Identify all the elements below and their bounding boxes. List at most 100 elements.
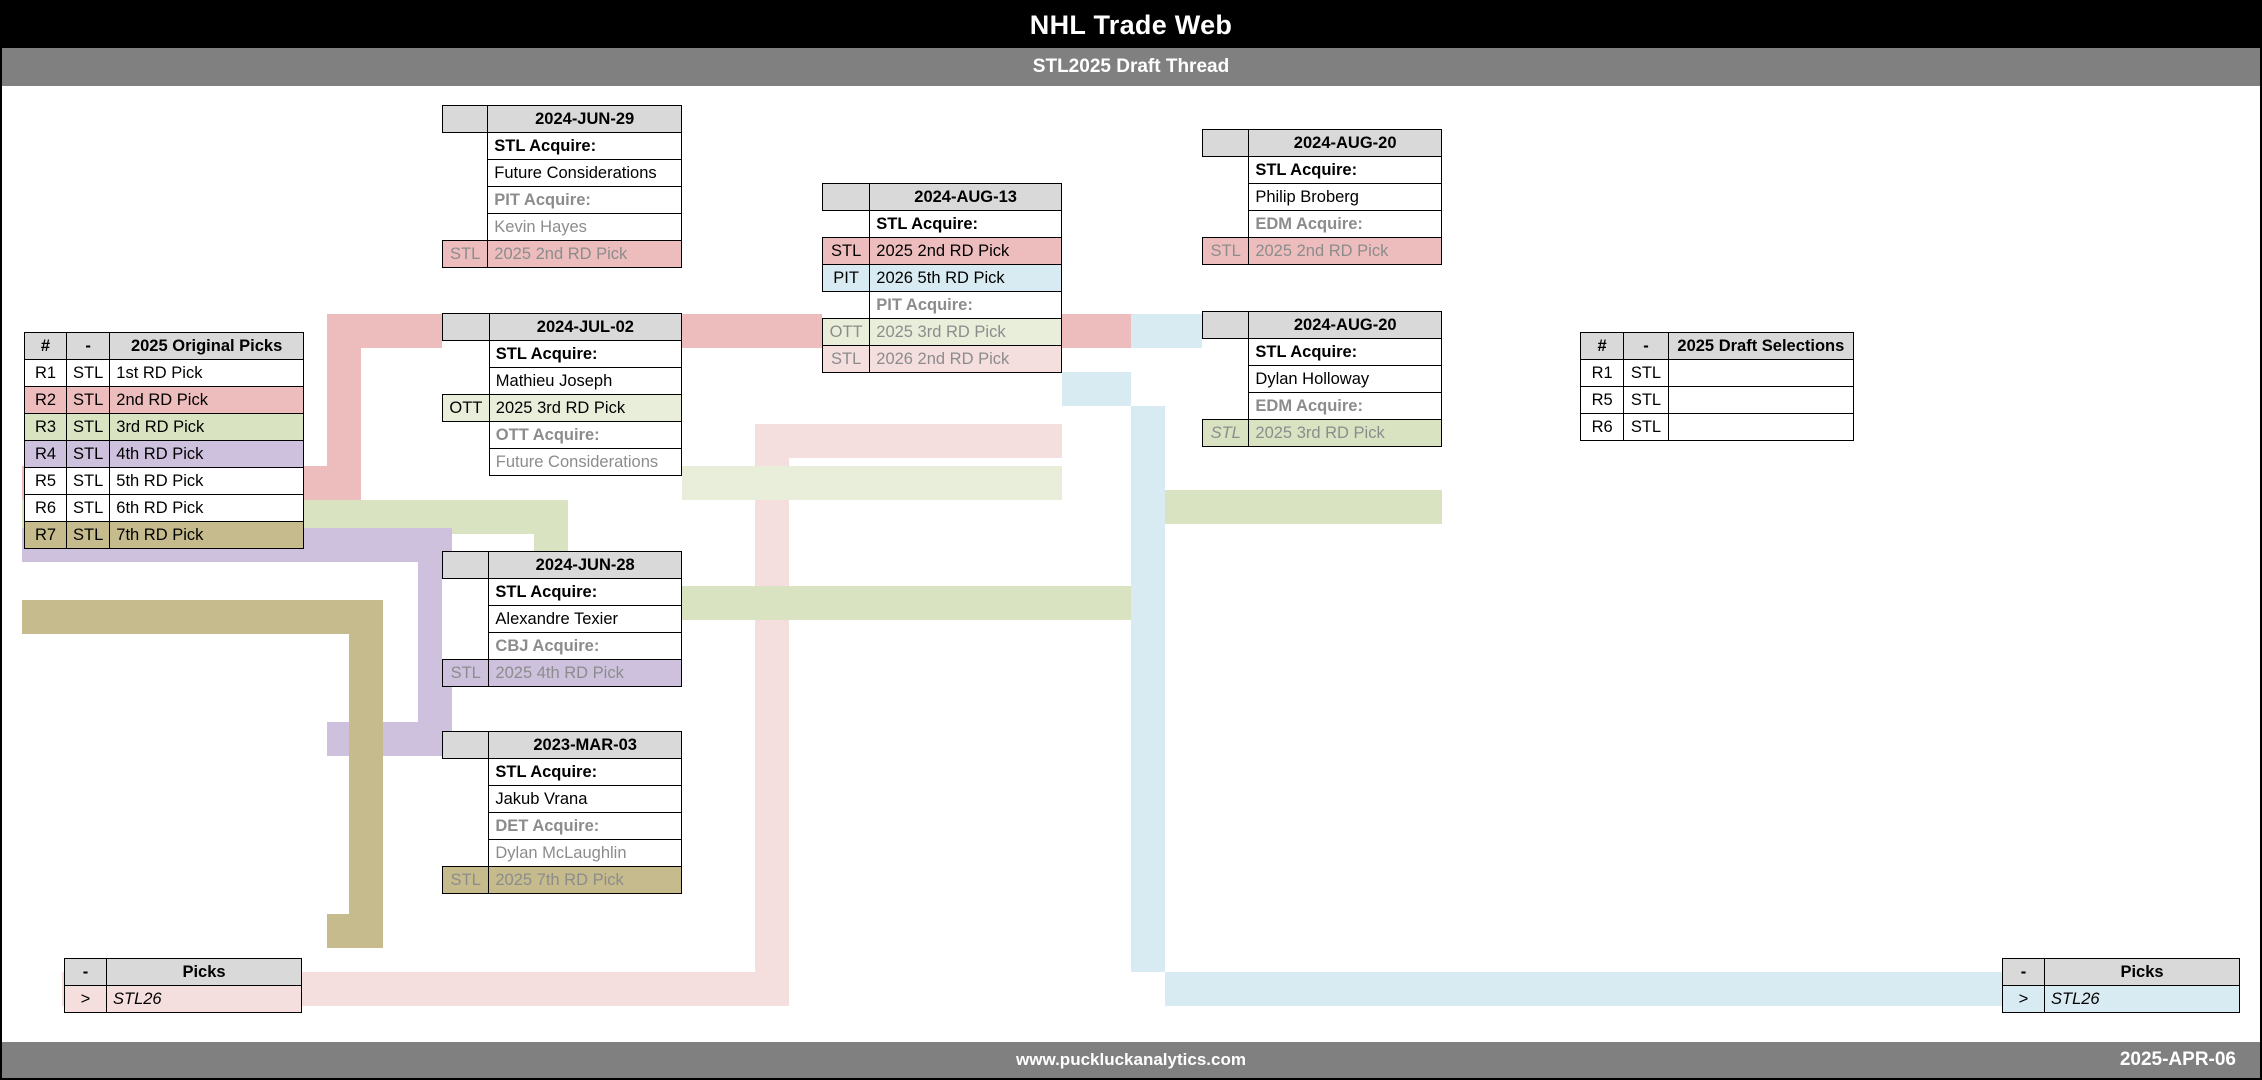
give-pick-row: STL 2025 3rd RD Pick xyxy=(1201,419,1442,447)
trade-card-aug20-holloway[interactable]: 2024-AUG-20 STL Acquire: Dylan Holloway … xyxy=(1201,311,1442,447)
trade-card-body: 2024-AUG-20 STL Acquire: Philip Broberg … xyxy=(1201,129,1442,265)
row-team: STL xyxy=(1623,413,1669,441)
row-team: STL xyxy=(1623,359,1669,387)
empty-tag-cell xyxy=(1203,211,1249,238)
row-pick: 3rd RD Pick xyxy=(109,413,304,441)
row-num: R1 xyxy=(1579,359,1625,387)
acquire-label: STL Acquire: xyxy=(488,578,682,606)
row-selection xyxy=(1667,413,1855,441)
trade-card-jun29[interactable]: 2024-JUN-29 STL Acquire: Future Consider… xyxy=(441,105,682,268)
table-row[interactable]: > STL26 xyxy=(2002,985,2240,1013)
acquire-pick-row: PIT 2026 5th RD Pick xyxy=(821,264,1062,292)
trade-card-body: 2024-JUL-02 STL Acquire: Mathieu Joseph … xyxy=(442,313,683,476)
table-row[interactable]: R5 STL 5th RD Pick xyxy=(24,467,304,495)
pick-text: 2025 3rd RD Pick xyxy=(488,394,683,422)
draft-selections-body: # - 2025 Draft Selections R1 STL R5 STL … xyxy=(1579,332,1855,441)
table-row[interactable]: R6 STL xyxy=(1579,413,1855,441)
table-row[interactable]: R7 STL 7th RD Pick xyxy=(24,521,304,549)
give-label-row: PIT Acquire: xyxy=(443,186,682,214)
give-label: EDM Acquire: xyxy=(1248,210,1442,238)
trade-card-header: 2024-JUN-29 xyxy=(441,105,682,133)
trade-card-jul02[interactable]: 2024-JUL-02 STL Acquire: Mathieu Joseph … xyxy=(442,313,683,476)
card-tag-cell xyxy=(1201,129,1250,157)
table-row[interactable]: R6 STL 6th RD Pick xyxy=(24,494,304,522)
card-tag-cell xyxy=(441,551,490,579)
pick-text: 2025 3rd RD Pick xyxy=(1248,419,1442,447)
table-row[interactable]: R1 STL xyxy=(1579,359,1855,387)
trade-card-header: 2024-AUG-13 xyxy=(821,183,1062,211)
pick-team: STL xyxy=(441,659,490,687)
acquire-label: STL Acquire: xyxy=(487,132,682,160)
table-row[interactable]: > STL26 xyxy=(64,985,302,1013)
pick-team: STL xyxy=(1201,419,1250,447)
trade-card-header: 2024-JUN-28 xyxy=(441,551,682,579)
trade-card-header: 2024-AUG-20 xyxy=(1201,311,1442,339)
picks-table-left: - Picks > STL26 xyxy=(64,958,302,1013)
row-team: STL xyxy=(65,413,111,441)
pick-text: 2025 3rd RD Pick xyxy=(869,318,1062,346)
ribbon-blue-2026 xyxy=(1062,372,2240,1006)
card-tag-cell xyxy=(442,313,490,341)
pick-text: 2026 5th RD Pick xyxy=(869,264,1062,292)
pick-text: 2025 7th RD Pick xyxy=(488,866,682,894)
trade-card-mar03[interactable]: 2023-MAR-03 STL Acquire: Jakub Vrana DET… xyxy=(441,731,682,894)
col-header-team: - xyxy=(1623,332,1669,360)
pick-text: 2025 2nd RD Pick xyxy=(487,240,682,268)
row-arrow: > xyxy=(2002,985,2045,1013)
ribbon-purple-r4 xyxy=(22,528,452,756)
give-pick-row: STL 2025 4th RD Pick xyxy=(441,659,682,687)
give-label: DET Acquire: xyxy=(488,812,682,840)
table-row[interactable]: R2 STL 2nd RD Pick xyxy=(24,386,304,414)
trade-date: 2024-JUN-29 xyxy=(487,105,682,133)
give-pick-row: OTT 2025 3rd RD Pick xyxy=(821,318,1062,346)
empty-tag-cell xyxy=(1203,184,1249,211)
give-label: CBJ Acquire: xyxy=(488,632,682,660)
table-row[interactable]: R4 STL 4th RD Pick xyxy=(24,440,304,468)
row-team: STL xyxy=(65,521,111,549)
acquire-label: STL Acquire: xyxy=(1248,338,1442,366)
card-tag-cell xyxy=(441,105,489,133)
pick-text: 2025 2nd RD Pick xyxy=(869,237,1062,265)
give-label-row: PIT Acquire: xyxy=(823,291,1062,319)
acquire-label-row: STL Acquire: xyxy=(443,340,683,368)
page-title: NHL Trade Web xyxy=(2,2,2260,48)
pick-text: 2026 2nd RD Pick xyxy=(869,345,1062,373)
card-tag-cell xyxy=(1201,311,1250,339)
empty-tag-cell xyxy=(443,449,490,476)
table-row[interactable]: R3 STL 3rd RD Pick xyxy=(24,413,304,441)
acquire-pick-row: OTT 2025 3rd RD Pick xyxy=(442,394,683,422)
trade-card-body: 2023-MAR-03 STL Acquire: Jakub Vrana DET… xyxy=(441,731,682,894)
give-label: PIT Acquire: xyxy=(869,291,1062,319)
trade-date: 2024-AUG-13 xyxy=(869,183,1062,211)
row-pick: 6th RD Pick xyxy=(109,494,304,522)
trade-card-aug20-broberg[interactable]: 2024-AUG-20 STL Acquire: Philip Broberg … xyxy=(1201,129,1442,265)
acquire-label-row: STL Acquire: xyxy=(1203,156,1442,184)
row-team: STL xyxy=(1623,386,1669,414)
table-row[interactable]: R1 STL 1st RD Pick xyxy=(24,359,304,387)
give-label: EDM Acquire: xyxy=(1248,392,1442,420)
give-item-row: Dylan McLaughlin xyxy=(443,839,682,867)
table-row[interactable]: R5 STL xyxy=(1579,386,1855,414)
table-header-row: - Picks xyxy=(64,958,302,986)
give-pick-row: STL 2025 2nd RD Pick xyxy=(1201,237,1442,265)
trade-card-body: 2024-JUN-28 STL Acquire: Alexandre Texie… xyxy=(441,551,682,687)
footer-bar: www.puckluckanalytics.com 2025-APR-06 xyxy=(2,1042,2260,1078)
row-num: R5 xyxy=(1579,386,1625,414)
row-team: STL xyxy=(65,467,111,495)
empty-tag-cell xyxy=(823,211,870,238)
col-header-num: # xyxy=(24,332,67,360)
row-pick: 4th RD Pick xyxy=(109,440,304,468)
trade-card-body: 2024-AUG-20 STL Acquire: Dylan Holloway … xyxy=(1201,311,1442,447)
give-label-row: CBJ Acquire: xyxy=(443,632,682,660)
empty-tag-cell xyxy=(1203,339,1249,366)
picks-right-body: - Picks > STL26 xyxy=(2002,958,2240,1013)
acquire-item: Mathieu Joseph xyxy=(488,367,683,395)
acquire-item: Alexandre Texier xyxy=(488,605,682,633)
acquire-item-row: Alexandre Texier xyxy=(443,605,682,633)
trade-card-aug13[interactable]: 2024-AUG-13 STL Acquire: STL 2025 2nd RD… xyxy=(821,183,1062,373)
page-title-text: NHL Trade Web xyxy=(1029,9,1233,40)
pick-text: 2025 4th RD Pick xyxy=(488,659,682,687)
acquire-item: Future Considerations xyxy=(487,159,682,187)
trade-card-jun28[interactable]: 2024-JUN-28 STL Acquire: Alexandre Texie… xyxy=(441,551,682,687)
connector-ribbons xyxy=(22,314,2240,1006)
